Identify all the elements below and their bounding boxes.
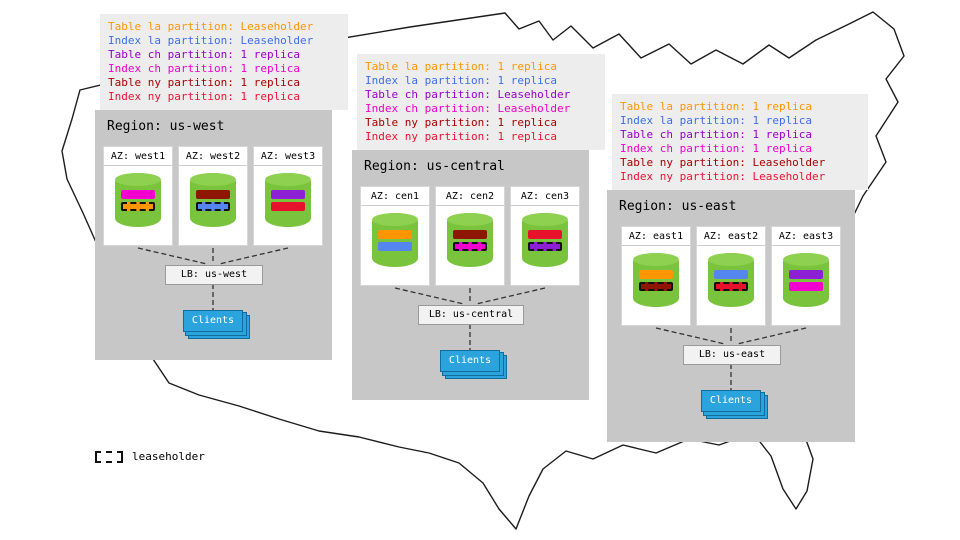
az-west2: AZ: west2 xyxy=(178,146,248,246)
partition-bar xyxy=(714,282,748,291)
partition-bar xyxy=(528,230,562,239)
partition-bars xyxy=(708,270,754,291)
region-title: Region: us-central xyxy=(364,159,505,174)
partition-bar xyxy=(121,202,155,211)
partition-info-us-east: Table la partition: 1 replica Index la p… xyxy=(612,94,868,190)
database-cylinder-icon xyxy=(522,213,568,267)
partition-info-line: Table ch partition: 1 replica xyxy=(108,48,301,61)
clients-box: Clients xyxy=(701,390,761,412)
partition-bar xyxy=(271,190,305,199)
partition-bar xyxy=(639,270,673,279)
partition-bar xyxy=(639,282,673,291)
clients-box: Clients xyxy=(440,350,500,372)
az-east3: AZ: east3 xyxy=(771,226,841,326)
region-us-central: Region: us-central AZ: cen1 AZ: xyxy=(352,150,589,400)
partition-info-line: Table ny partition: 1 replica xyxy=(365,116,558,129)
partition-info-line: Index ny partition: 1 replica xyxy=(108,90,301,103)
replication-connectors xyxy=(394,287,546,350)
clients-box: Clients xyxy=(183,310,243,332)
legend-label: leaseholder xyxy=(132,450,205,463)
az-cen1: AZ: cen1 xyxy=(360,186,430,286)
az-label: AZ: cen2 xyxy=(436,187,504,206)
az-label: AZ: west3 xyxy=(254,147,322,166)
partition-bar xyxy=(453,230,487,239)
partition-bar xyxy=(453,242,487,251)
partition-info-line: Table ny partition: Leaseholder xyxy=(620,156,826,169)
database-cylinder-icon xyxy=(190,173,236,227)
database-cylinder-icon xyxy=(783,253,829,307)
az-label: AZ: west2 xyxy=(179,147,247,166)
az-label: AZ: cen3 xyxy=(511,187,579,206)
database-cylinder-icon xyxy=(447,213,493,267)
partition-info-line: Index la partition: 1 replica xyxy=(620,114,813,127)
partition-info-us-west: Table la partition: Leaseholder Index la… xyxy=(100,14,348,110)
region-title: Region: us-west xyxy=(107,119,225,134)
database-cylinder-icon xyxy=(372,213,418,267)
load-balancer-us-west: LB: us-west xyxy=(165,265,263,285)
az-west1: AZ: west1 xyxy=(103,146,173,246)
az-cen2: AZ: cen2 xyxy=(435,186,505,286)
partition-bar xyxy=(528,242,562,251)
partition-info-us-central: Table la partition: 1 replica Index la p… xyxy=(357,54,605,150)
partition-info-line: Index la partition: Leaseholder xyxy=(108,34,314,47)
partition-info-line: Table la partition: 1 replica xyxy=(620,100,813,113)
partition-info-line: Index ch partition: Leaseholder xyxy=(365,102,571,115)
partition-bars xyxy=(447,230,493,251)
partition-info-line: Table la partition: Leaseholder xyxy=(108,20,314,33)
database-cylinder-icon xyxy=(633,253,679,307)
partition-bars xyxy=(522,230,568,251)
load-balancer-us-east: LB: us-east xyxy=(683,345,781,365)
database-cylinder-icon xyxy=(265,173,311,227)
partition-bar xyxy=(121,190,155,199)
partition-info-line: Index ch partition: 1 replica xyxy=(620,142,813,155)
partition-bar xyxy=(789,282,823,291)
partition-bar xyxy=(378,242,412,251)
region-us-west: Region: us-west AZ: west1 AZ: we xyxy=(95,110,332,360)
partition-bars xyxy=(115,190,161,211)
partition-bar xyxy=(714,270,748,279)
region-us-east: Region: us-east AZ: east1 AZ: ea xyxy=(607,190,855,442)
partition-bars xyxy=(190,190,236,211)
az-label: AZ: cen1 xyxy=(361,187,429,206)
az-label: AZ: east3 xyxy=(772,227,840,246)
az-label: AZ: east1 xyxy=(622,227,690,246)
az-west3: AZ: west3 xyxy=(253,146,323,246)
az-east1: AZ: east1 xyxy=(621,226,691,326)
partition-bar xyxy=(378,230,412,239)
partition-info-line: Table ch partition: Leaseholder xyxy=(365,88,571,101)
load-balancer-us-central: LB: us-central xyxy=(418,305,524,325)
database-cylinder-icon xyxy=(708,253,754,307)
legend: leaseholder xyxy=(95,450,205,463)
partition-info-line: Table la partition: 1 replica xyxy=(365,60,558,73)
leaseholder-swatch-icon xyxy=(95,450,123,463)
replication-connectors xyxy=(655,327,807,390)
partition-bar xyxy=(789,270,823,279)
partition-bar xyxy=(271,202,305,211)
partition-bars xyxy=(372,230,418,251)
partition-info-line: Table ch partition: 1 replica xyxy=(620,128,813,141)
partition-info-line: Table ny partition: 1 replica xyxy=(108,76,301,89)
partition-bars xyxy=(633,270,679,291)
database-cylinder-icon xyxy=(115,173,161,227)
partition-bar xyxy=(196,202,230,211)
partition-bar xyxy=(196,190,230,199)
az-label: AZ: west1 xyxy=(104,147,172,166)
partition-bars xyxy=(265,190,311,211)
region-title: Region: us-east xyxy=(619,199,737,214)
replication-connectors xyxy=(137,247,289,310)
partition-info-line: Index ny partition: Leaseholder xyxy=(620,170,826,183)
partition-bars xyxy=(783,270,829,291)
az-east2: AZ: east2 xyxy=(696,226,766,326)
az-label: AZ: east2 xyxy=(697,227,765,246)
partition-info-line: Index ny partition: 1 replica xyxy=(365,130,558,143)
partition-info-line: Index ch partition: 1 replica xyxy=(108,62,301,75)
partition-info-line: Index la partition: 1 replica xyxy=(365,74,558,87)
az-cen3: AZ: cen3 xyxy=(510,186,580,286)
